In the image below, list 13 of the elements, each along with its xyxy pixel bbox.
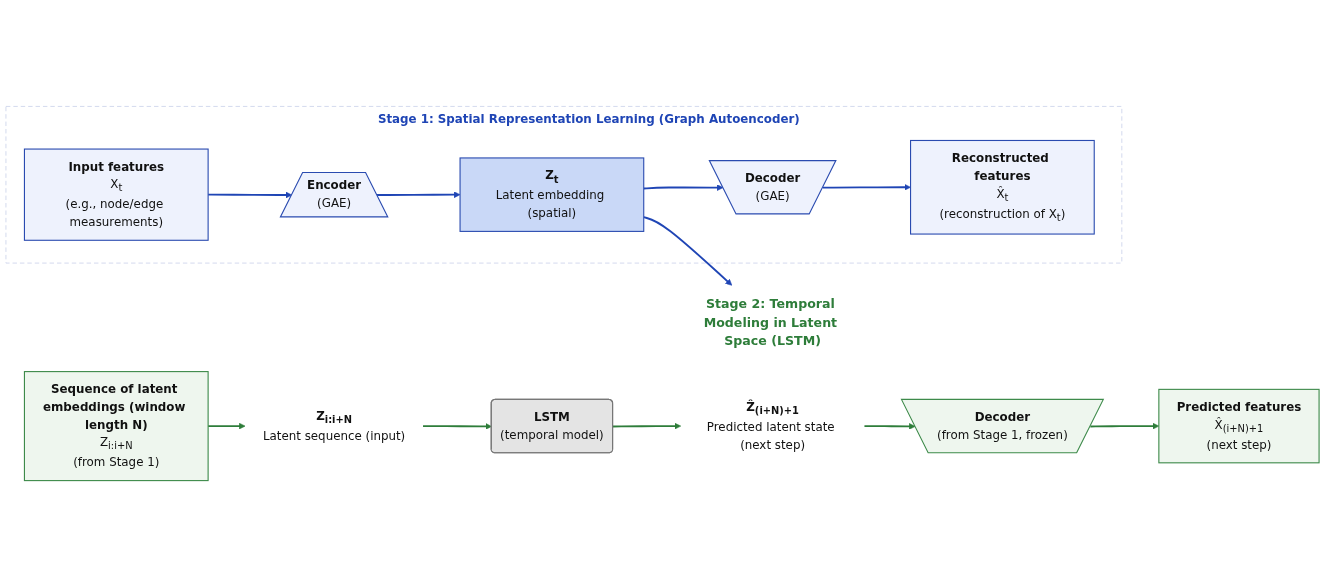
node-text: Ẑ$_{(i+N)+1}$ Predicted latent state (next step): [706, 399, 835, 452]
node-box: Reconstructed features X̂$_{t}$ (reconstruction of X$_{t}$): [910, 139, 1095, 235]
node-box: Predicted features X̂$_{(i+N)+1}$ (next step): [1158, 388, 1320, 464]
arrow: [612, 422, 682, 430]
node-text: Stage 2: Temporal Modeling in Latent Space (LSTM): [703, 295, 838, 349]
node-box: Sequence of latent embeddings (window length N) Z$_{i:i+N}$ (from Stage 1): [23, 371, 209, 482]
arrow: [821, 184, 911, 191]
node-box: Input features X$_{t}$ (e.g., node/edge measurements): [23, 148, 209, 241]
node-text: Z$_{i:i+N}$ Latent sequence (input): [262, 408, 406, 443]
node-box: Z$_{t}$ Latent embedding (spatial): [459, 157, 645, 232]
arrow: [376, 191, 461, 198]
arrow: [422, 423, 492, 430]
arrow: [863, 423, 916, 430]
